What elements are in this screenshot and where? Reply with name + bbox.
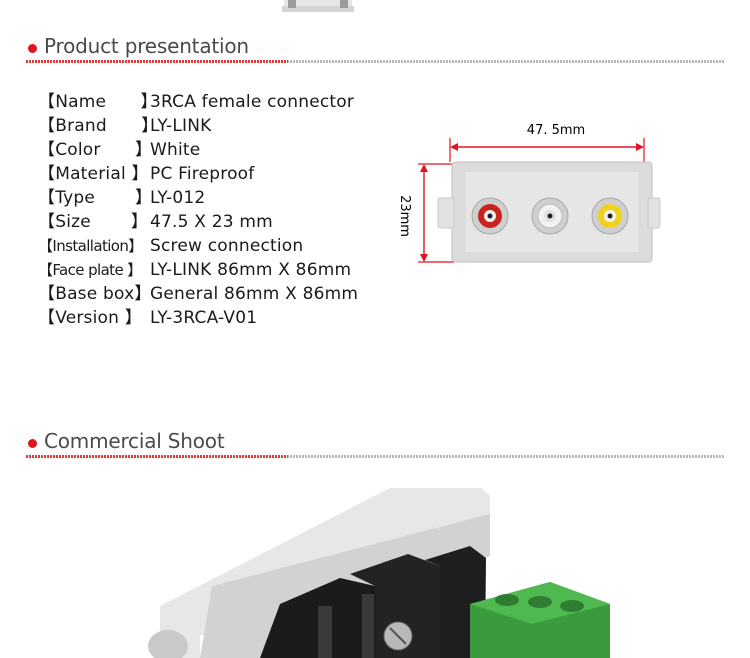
rca-jack-red-icon	[471, 197, 509, 235]
commercial-product-photo	[148, 488, 610, 658]
arrow-up-icon	[420, 164, 428, 172]
arrow-down-icon	[420, 254, 428, 262]
section-divider	[26, 455, 724, 458]
spec-row-face-plate: 【Face plate 】LY-LINK 86mm X 86mm	[38, 260, 352, 280]
connector-module	[437, 161, 661, 263]
rca-jack-white-icon	[531, 197, 569, 235]
section-title-commercial: Commercial Shoot	[28, 429, 225, 453]
spec-row-installation: 【Installation】Screw connection	[38, 236, 304, 256]
spec-row-type: 【Type 】LY-012	[38, 188, 206, 208]
top-product-photo	[282, 0, 354, 12]
height-dimension-label: 23mm	[397, 195, 412, 237]
spec-row-brand: 【Brand 】LY-LINK	[38, 116, 212, 136]
bullet-dot-icon	[28, 44, 37, 53]
spec-row-color: 【Color 】White	[38, 140, 201, 160]
spec-row-base-box: 【Base box】General 86mm X 86mm	[38, 284, 359, 304]
spec-row-version: 【Version 】LY-3RCA-V01	[38, 308, 258, 328]
spec-row-size: 【Size 】47.5 X 23 mm	[38, 212, 273, 232]
arrow-right-icon	[636, 143, 644, 151]
arrow-left-icon	[450, 143, 458, 151]
section-divider	[26, 60, 724, 63]
spec-row-name: 【Name 】3RCA female connector	[38, 92, 355, 112]
rca-jack-yellow-icon	[591, 197, 629, 235]
section-title-product: Product presentation	[28, 34, 249, 58]
bullet-dot-icon	[28, 439, 37, 448]
spec-row-material: 【Material 】PC Fireproof	[38, 164, 255, 184]
spec-list: 【Name 】3RCA female connector 【Brand 】LY-…	[38, 90, 398, 330]
width-dimension-label: 47. 5mm	[527, 123, 585, 138]
connector-dimension-diagram: 47. 5mm 23mm	[397, 123, 661, 263]
